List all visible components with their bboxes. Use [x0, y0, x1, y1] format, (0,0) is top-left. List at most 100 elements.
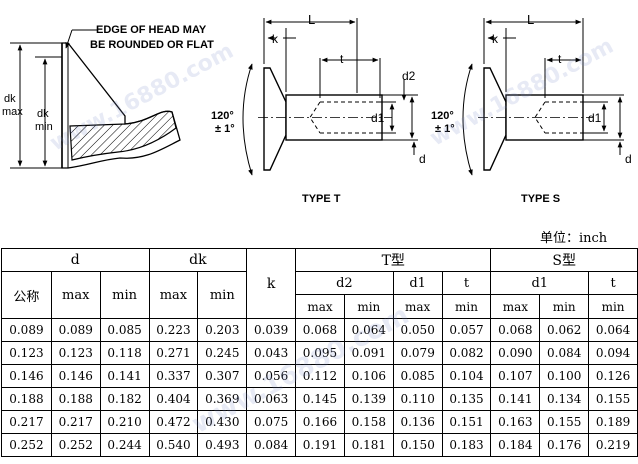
table-cell: 0.252 [50, 433, 101, 457]
col-header-d-min: min [99, 271, 150, 319]
table-cell: 0.146 [1, 364, 52, 388]
type-t-angle-label: 120° [211, 110, 234, 122]
type-s-d-label: d [625, 152, 632, 166]
table-header: d dk k T型 S型 公称 max min max min d2 d1 t … [1, 248, 638, 319]
table-cell: 0.245 [197, 341, 248, 365]
table-cell: 0.369 [197, 387, 248, 411]
table-cell: 0.163 [490, 410, 541, 434]
table-cell: 0.244 [99, 433, 150, 457]
table-cell: 0.217 [1, 410, 52, 434]
type-s-tolerance-label: ± 1° [435, 123, 455, 135]
table-cell: 0.472 [148, 410, 199, 434]
table-cell: 0.188 [1, 387, 52, 411]
dk-min-label: dk [37, 108, 49, 120]
table-cell: 0.155 [539, 410, 590, 434]
table-cell: 0.095 [295, 341, 345, 365]
col-header-t-d1: d1 [392, 271, 443, 295]
table-cell: 0.084 [539, 341, 590, 365]
table-cell: 0.118 [99, 341, 150, 365]
table-cell: 0.135 [441, 387, 492, 411]
table-cell: 0.104 [441, 364, 492, 388]
type-s-L-label: L [527, 12, 534, 27]
type-s-d1-label: d1 [588, 111, 602, 125]
table-cell: 0.430 [197, 410, 248, 434]
table-cell: 0.139 [343, 387, 394, 411]
col-header-type-s: S型 [490, 248, 638, 272]
type-s-angle-label: 120° [431, 110, 454, 122]
col-header-t-d2: d2 [295, 271, 394, 295]
col-header-t-d1-max: max [392, 294, 443, 319]
table-cell: 0.090 [490, 341, 541, 365]
table-cell: 0.217 [50, 410, 101, 434]
col-header-d-max: max [50, 271, 101, 319]
table-cell: 0.176 [539, 433, 590, 457]
table-cell: 0.123 [1, 341, 52, 365]
table-cell: 0.106 [343, 364, 394, 388]
col-header-nominal: 公称 [1, 271, 52, 319]
table-cell: 0.085 [392, 364, 443, 388]
table-cell: 0.094 [588, 341, 638, 365]
table-cell: 0.123 [50, 341, 101, 365]
table-cell: 0.146 [50, 364, 101, 388]
rivet-drawing: EDGE OF HEAD MAY BE ROUNDED OR FLAT dk m… [2, 12, 632, 205]
type-s-k-label: k [492, 32, 499, 46]
table-cell: 0.203 [197, 318, 248, 342]
table-cell: 0.150 [392, 433, 443, 457]
dk-min-sub-label: min [35, 121, 53, 133]
table-cell: 0.219 [588, 433, 638, 457]
table-cell: 0.062 [539, 318, 590, 342]
table-cell: 0.540 [148, 433, 199, 457]
table-cell: 0.082 [441, 341, 492, 365]
col-header-s-d1-max: max [490, 294, 541, 319]
col-header-k: k [246, 248, 297, 319]
table-cell: 0.089 [50, 318, 101, 342]
unit-label: 单位：inch [540, 231, 608, 246]
type-t-d2-label: d2 [402, 69, 416, 83]
col-header-s-d1-min: min [539, 294, 590, 319]
table-cell: 0.075 [246, 410, 297, 434]
table-cell: 0.063 [246, 387, 297, 411]
table-cell: 0.181 [343, 433, 394, 457]
table-cell: 0.068 [490, 318, 541, 342]
table-cell: 0.184 [490, 433, 541, 457]
col-header-t-d2-max: max [295, 294, 345, 319]
table-cell: 0.189 [588, 410, 638, 434]
col-header-s-t-min: min [588, 294, 638, 319]
dk-max-sub-label: max [2, 106, 23, 118]
table-cell: 0.183 [441, 433, 492, 457]
dk-max-label: dk [4, 93, 16, 105]
table-cell: 0.155 [588, 387, 638, 411]
table-cell: 0.079 [392, 341, 443, 365]
table-cell: 0.056 [246, 364, 297, 388]
table-cell: 0.252 [1, 433, 52, 457]
table-cell: 0.107 [490, 364, 541, 388]
table-cell: 0.166 [295, 410, 345, 434]
dimension-table: d dk k T型 S型 公称 max min max min d2 d1 t … [1, 248, 638, 457]
table-cell: 0.091 [343, 341, 394, 365]
table-cell: 0.136 [392, 410, 443, 434]
col-header-t-t-min: min [441, 294, 492, 319]
table-cell: 0.064 [343, 318, 394, 342]
table-cell: 0.141 [99, 364, 150, 388]
col-header-t-d2-min: min [343, 294, 394, 319]
col-header-dk-min: min [197, 271, 248, 319]
type-t-L-label: L [308, 12, 315, 27]
table-cell: 0.223 [148, 318, 199, 342]
table-cell: 0.493 [197, 433, 248, 457]
table-cell: 0.307 [197, 364, 248, 388]
table-cell: 0.134 [539, 387, 590, 411]
table-cell: 0.085 [99, 318, 150, 342]
head-detail: EDGE OF HEAD MAY BE ROUNDED OR FLAT dk m… [2, 24, 214, 169]
head-note-line2: BE ROUNDED OR FLAT [90, 39, 214, 51]
table-cell: 0.089 [1, 318, 52, 342]
table-cell: 0.068 [295, 318, 345, 342]
type-t-tolerance-label: ± 1° [215, 123, 235, 135]
table-cell: 0.039 [246, 318, 297, 342]
col-header-s-t: t [588, 271, 638, 295]
table-cell: 0.084 [246, 433, 297, 457]
